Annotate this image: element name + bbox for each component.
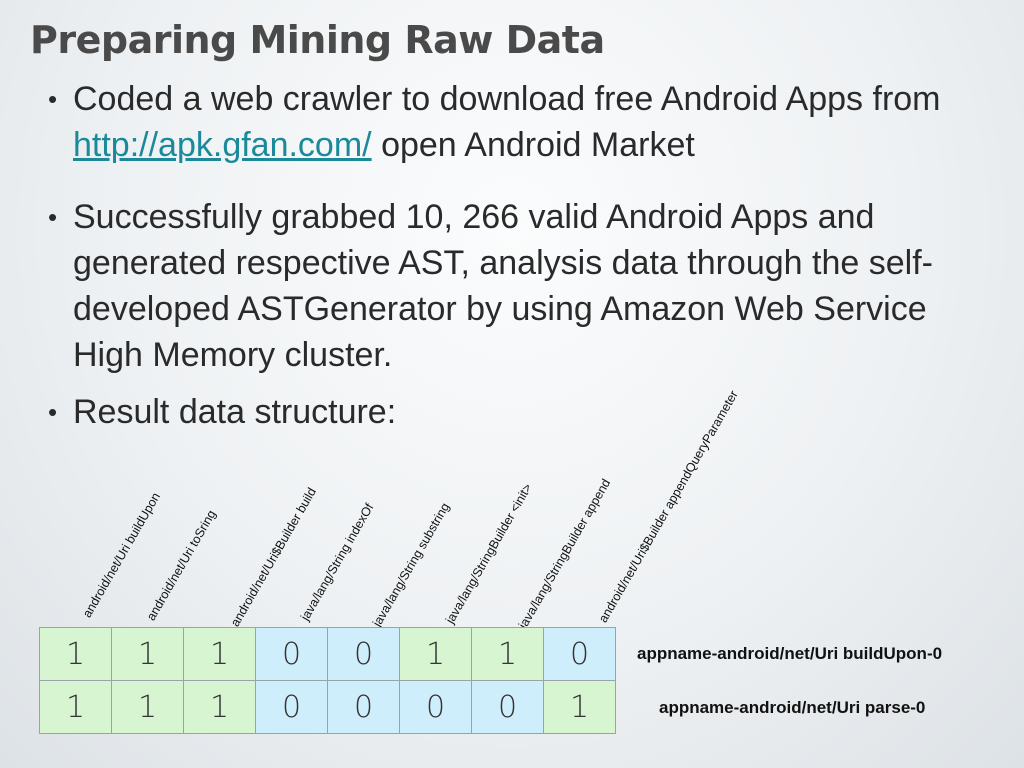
column-label: java/lang/StringBuilder append: [516, 476, 614, 631]
matrix-cell: 0: [399, 680, 472, 734]
matrix-cell: 1: [543, 680, 616, 734]
bullet-text-before-link: Coded a web crawler to download free And…: [73, 80, 941, 118]
matrix-cell: 1: [183, 680, 256, 734]
column-label: android/net/Uri buildUpon: [80, 490, 164, 620]
matrix-cell: 1: [399, 627, 472, 681]
column-label: java/lang/String substring: [370, 500, 453, 629]
bullet-crawler: • Coded a web crawler to download free A…: [48, 76, 948, 168]
column-label: android/net/Uri toSring: [144, 507, 219, 623]
bullet-text-after-link: open Android Market: [371, 126, 695, 164]
result-matrix: 1 1 1 0 0 1 1 0 1 1 1 0 0 0 0 1: [39, 627, 616, 734]
matrix-cell: 0: [327, 680, 400, 734]
matrix-cell: 0: [543, 627, 616, 681]
matrix-cell: 1: [39, 680, 112, 734]
bullet-dot: •: [48, 202, 58, 232]
column-label: java/lang/String indexOf: [298, 501, 377, 623]
matrix-cell: 0: [327, 627, 400, 681]
bullet-text: Coded a web crawler to download free And…: [73, 76, 948, 168]
table-row: 1 1 1 0 0 0 0 1: [39, 680, 616, 734]
bullet-text: Successfully grabbed 10, 266 valid Andro…: [73, 198, 933, 374]
matrix-cell: 1: [111, 680, 184, 734]
bullet-text: Result data structure:: [73, 393, 397, 431]
matrix-cell: 1: [39, 627, 112, 681]
bullet-dot: •: [48, 84, 58, 114]
slide-title: Preparing Mining Raw Data: [30, 18, 605, 62]
table-row: 1 1 1 0 0 1 1 0: [39, 627, 616, 681]
bullet-result: • Result data structure:: [48, 389, 948, 435]
gfan-link[interactable]: http://apk.gfan.com/: [73, 126, 372, 164]
row-label: appname-android/net/Uri buildUpon-0: [637, 644, 943, 663]
matrix-cell: 1: [183, 627, 256, 681]
matrix-cell: 0: [255, 627, 328, 681]
column-label: java/lang/StringBuilder <init>: [443, 481, 535, 626]
bullet-dot: •: [48, 397, 58, 427]
matrix-cell: 1: [111, 627, 184, 681]
bullet-grabbed: • Successfully grabbed 10, 266 valid And…: [48, 194, 948, 378]
matrix-cell: 0: [471, 680, 544, 734]
matrix-cell: 0: [255, 680, 328, 734]
row-label: appname-android/net/Uri parse-0: [659, 698, 926, 717]
matrix-cell: 1: [471, 627, 544, 681]
